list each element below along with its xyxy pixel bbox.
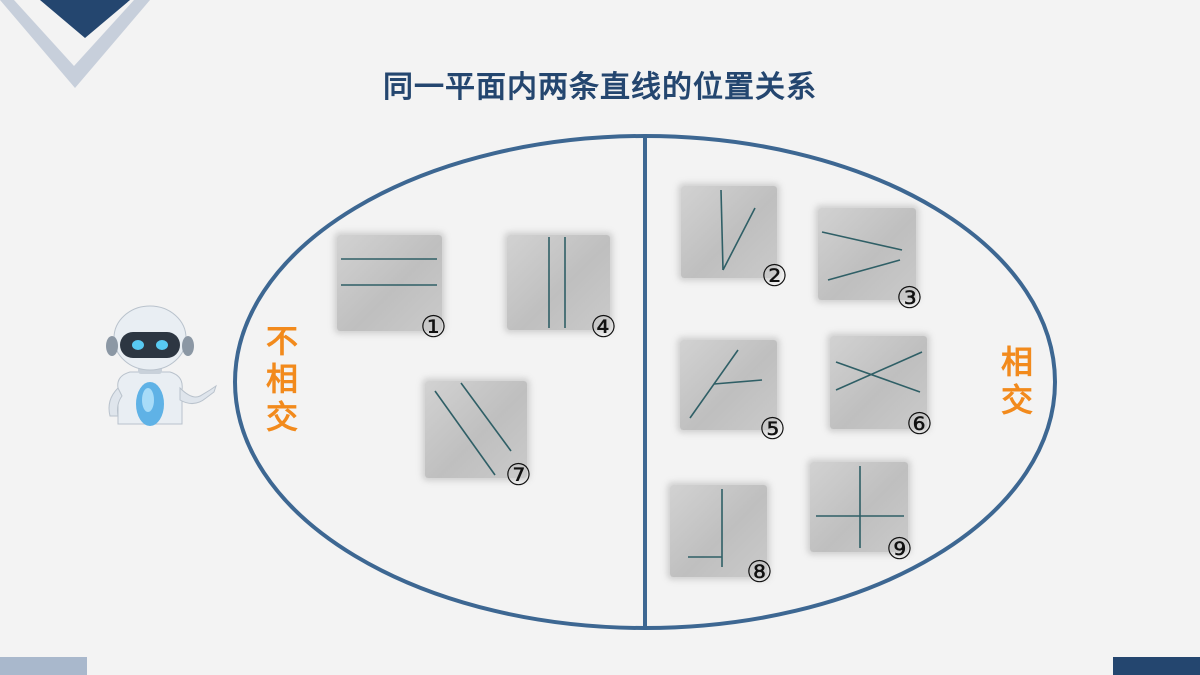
card-4 <box>507 235 610 330</box>
card-number: ① <box>420 310 447 345</box>
card-number: ⑦ <box>505 458 532 493</box>
label-not-intersect: 不 相 交 <box>262 322 302 436</box>
card-9 <box>810 462 908 552</box>
card-2 <box>681 186 777 278</box>
label-char: 交 <box>265 398 298 436</box>
card-number: ⑧ <box>746 555 773 590</box>
card-5 <box>680 340 777 430</box>
card-7 <box>425 381 527 478</box>
card-number: ⑤ <box>759 412 786 447</box>
label-char: 相 <box>265 360 298 398</box>
label-char: 不 <box>265 322 298 360</box>
card-number: ⑥ <box>906 407 933 442</box>
card-number: ④ <box>590 310 617 345</box>
card-number: ③ <box>896 281 923 316</box>
label-char: 相 <box>1000 343 1033 381</box>
card-3 <box>818 208 916 300</box>
page-title: 同一平面内两条直线的位置关系 <box>383 70 817 105</box>
label-char: 交 <box>1000 381 1033 419</box>
footer-bar-right <box>1113 657 1200 675</box>
card-6 <box>830 336 927 429</box>
label-intersect: 相 交 <box>997 343 1037 419</box>
corner-decoration <box>0 0 150 88</box>
card-1 <box>337 235 442 331</box>
card-number: ② <box>761 259 788 294</box>
footer-bar-left <box>0 657 87 675</box>
card-number: ⑨ <box>886 532 913 567</box>
card-8 <box>670 485 767 577</box>
robot-icon <box>106 305 217 426</box>
